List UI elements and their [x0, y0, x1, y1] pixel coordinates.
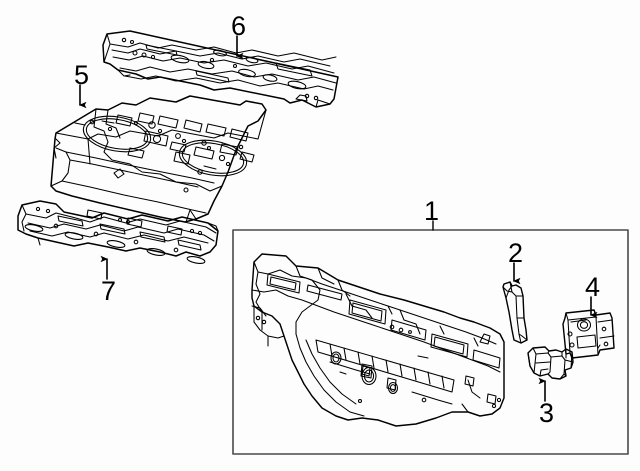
- callout-label-4: 4: [585, 272, 601, 302]
- part-1-group-box: [232, 229, 629, 455]
- callout-label-3: 3: [539, 398, 555, 428]
- part-6-upper-crossmember: [102, 30, 339, 108]
- part-2-brace-bracket: [502, 281, 528, 344]
- callout-label-7: 7: [101, 276, 117, 306]
- callout-label-1: 1: [424, 196, 440, 226]
- part-5-package-tray-panel: [50, 95, 267, 223]
- callout-label-6: 6: [231, 11, 247, 41]
- callout-label-2: 2: [508, 238, 524, 268]
- part-1-rear-body-panel: [251, 253, 505, 427]
- part-7-lower-crossmember: [17, 200, 219, 264]
- callout-leaders: [79, 35, 598, 402]
- callout-label-5: 5: [74, 60, 90, 90]
- part-3-reinforcement-bracket: [527, 346, 574, 380]
